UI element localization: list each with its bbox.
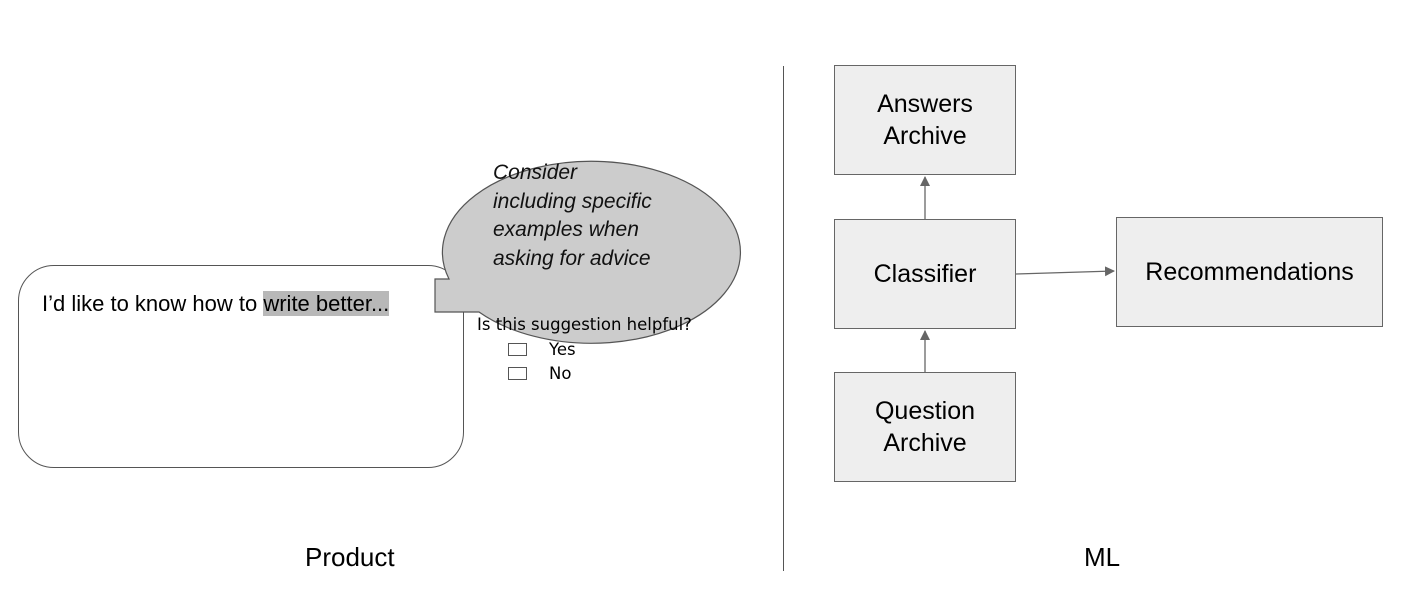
ml-label: ML xyxy=(1084,542,1121,572)
answers-archive-line: Answers xyxy=(877,90,973,118)
suggestion-line: including specific xyxy=(493,189,652,213)
recommendations-label: Recommendations xyxy=(1145,258,1354,286)
question-archive-line: Archive xyxy=(883,429,967,457)
query-prefix: I’d like to know how to xyxy=(42,291,264,316)
suggestion-text: Consider including specific examples whe… xyxy=(493,159,703,273)
classifier-label: Classifier xyxy=(873,260,977,288)
suggestion-bubble-shape xyxy=(434,160,741,344)
no-checkbox[interactable] xyxy=(508,366,527,380)
suggestion-bubble xyxy=(434,160,741,344)
product-label: Product xyxy=(305,542,395,572)
option-yes[interactable]: Yes xyxy=(508,339,576,359)
query-highlight: write better... xyxy=(263,291,390,316)
question-archive-node: Question Archive xyxy=(834,372,1016,482)
suggestion-line: Consider xyxy=(493,161,578,184)
suggestion-line: asking for advice xyxy=(493,246,651,270)
yes-checkbox[interactable] xyxy=(508,342,527,356)
option-yes-label: Yes xyxy=(549,339,576,359)
suggestion-line: examples when xyxy=(493,218,639,241)
arrow-classifier-to-recommendations xyxy=(1015,266,1115,277)
query-text: I’d like to know how to write better... xyxy=(42,290,390,318)
recommendations-node: Recommendations xyxy=(1116,217,1383,327)
question-text-box[interactable] xyxy=(18,265,464,468)
classifier-node: Classifier xyxy=(834,219,1016,329)
answers-archive-line: Archive xyxy=(883,122,967,150)
option-no[interactable]: No xyxy=(508,363,571,383)
question-archive-line: Question xyxy=(874,397,976,425)
panel-divider xyxy=(783,66,784,571)
option-no-label: No xyxy=(549,363,572,383)
answers-archive-node: Answers Archive xyxy=(834,65,1016,175)
feedback-question: Is this suggestion helpful? xyxy=(477,315,692,334)
